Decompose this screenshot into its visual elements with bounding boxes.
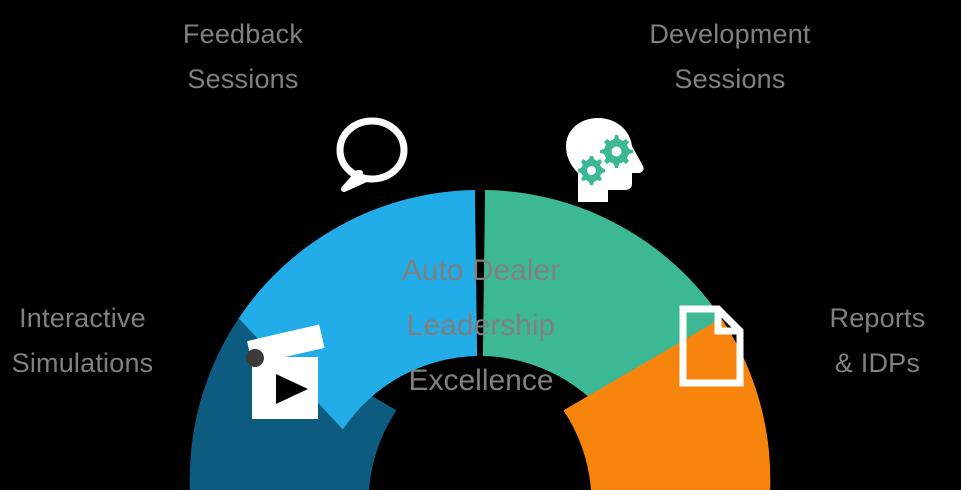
- label-feedback-sessions: Feedback Sessions: [182, 19, 304, 94]
- head-gears-icon: [566, 118, 644, 202]
- label-reports-idps: Reports & IDPs: [829, 303, 926, 378]
- speech-bubble-icon: [336, 117, 408, 192]
- label-development-sessions: Development Sessions: [649, 19, 811, 94]
- clapperboard-icon: [246, 324, 325, 419]
- segment-reports-idps[interactable]: [563, 318, 771, 490]
- label-interactive-simulations: Interactive Simulations: [11, 303, 154, 378]
- document-icon: [679, 305, 744, 387]
- center-title: Auto Dealer Leadership Excellence: [401, 254, 561, 397]
